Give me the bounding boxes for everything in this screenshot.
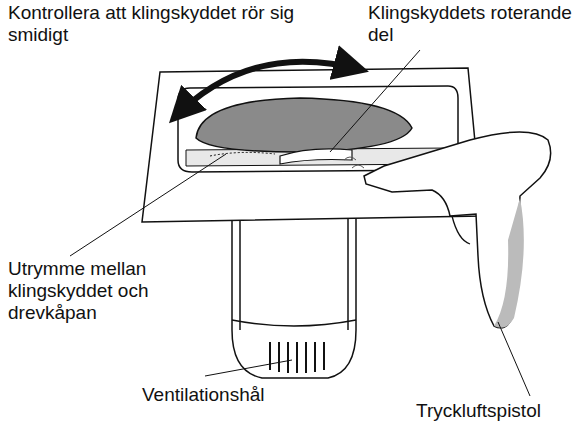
motor-housing <box>232 212 356 378</box>
gun-shading <box>494 198 524 328</box>
part-label: Kontrollera att klingskyddet rör sig smi… <box>8 2 298 46</box>
gun-trigger <box>452 216 470 244</box>
part-label: Utrymme mellan klingskyddet och drevkåpa… <box>8 258 178 324</box>
motion-arrow <box>174 62 362 118</box>
ventilation-holes <box>270 342 324 373</box>
guard-gap <box>210 152 275 156</box>
part-label: Klingskyddets roterande del <box>368 2 578 46</box>
air-puff <box>344 157 364 168</box>
part-label: Ventilationshål <box>142 384 342 406</box>
base-plate <box>142 68 482 222</box>
rotating-part <box>280 149 352 164</box>
leader-lines <box>70 50 530 396</box>
part-label: Tryckluftspistol <box>416 400 580 422</box>
air-gun <box>364 132 551 328</box>
blade-guard <box>196 98 412 152</box>
